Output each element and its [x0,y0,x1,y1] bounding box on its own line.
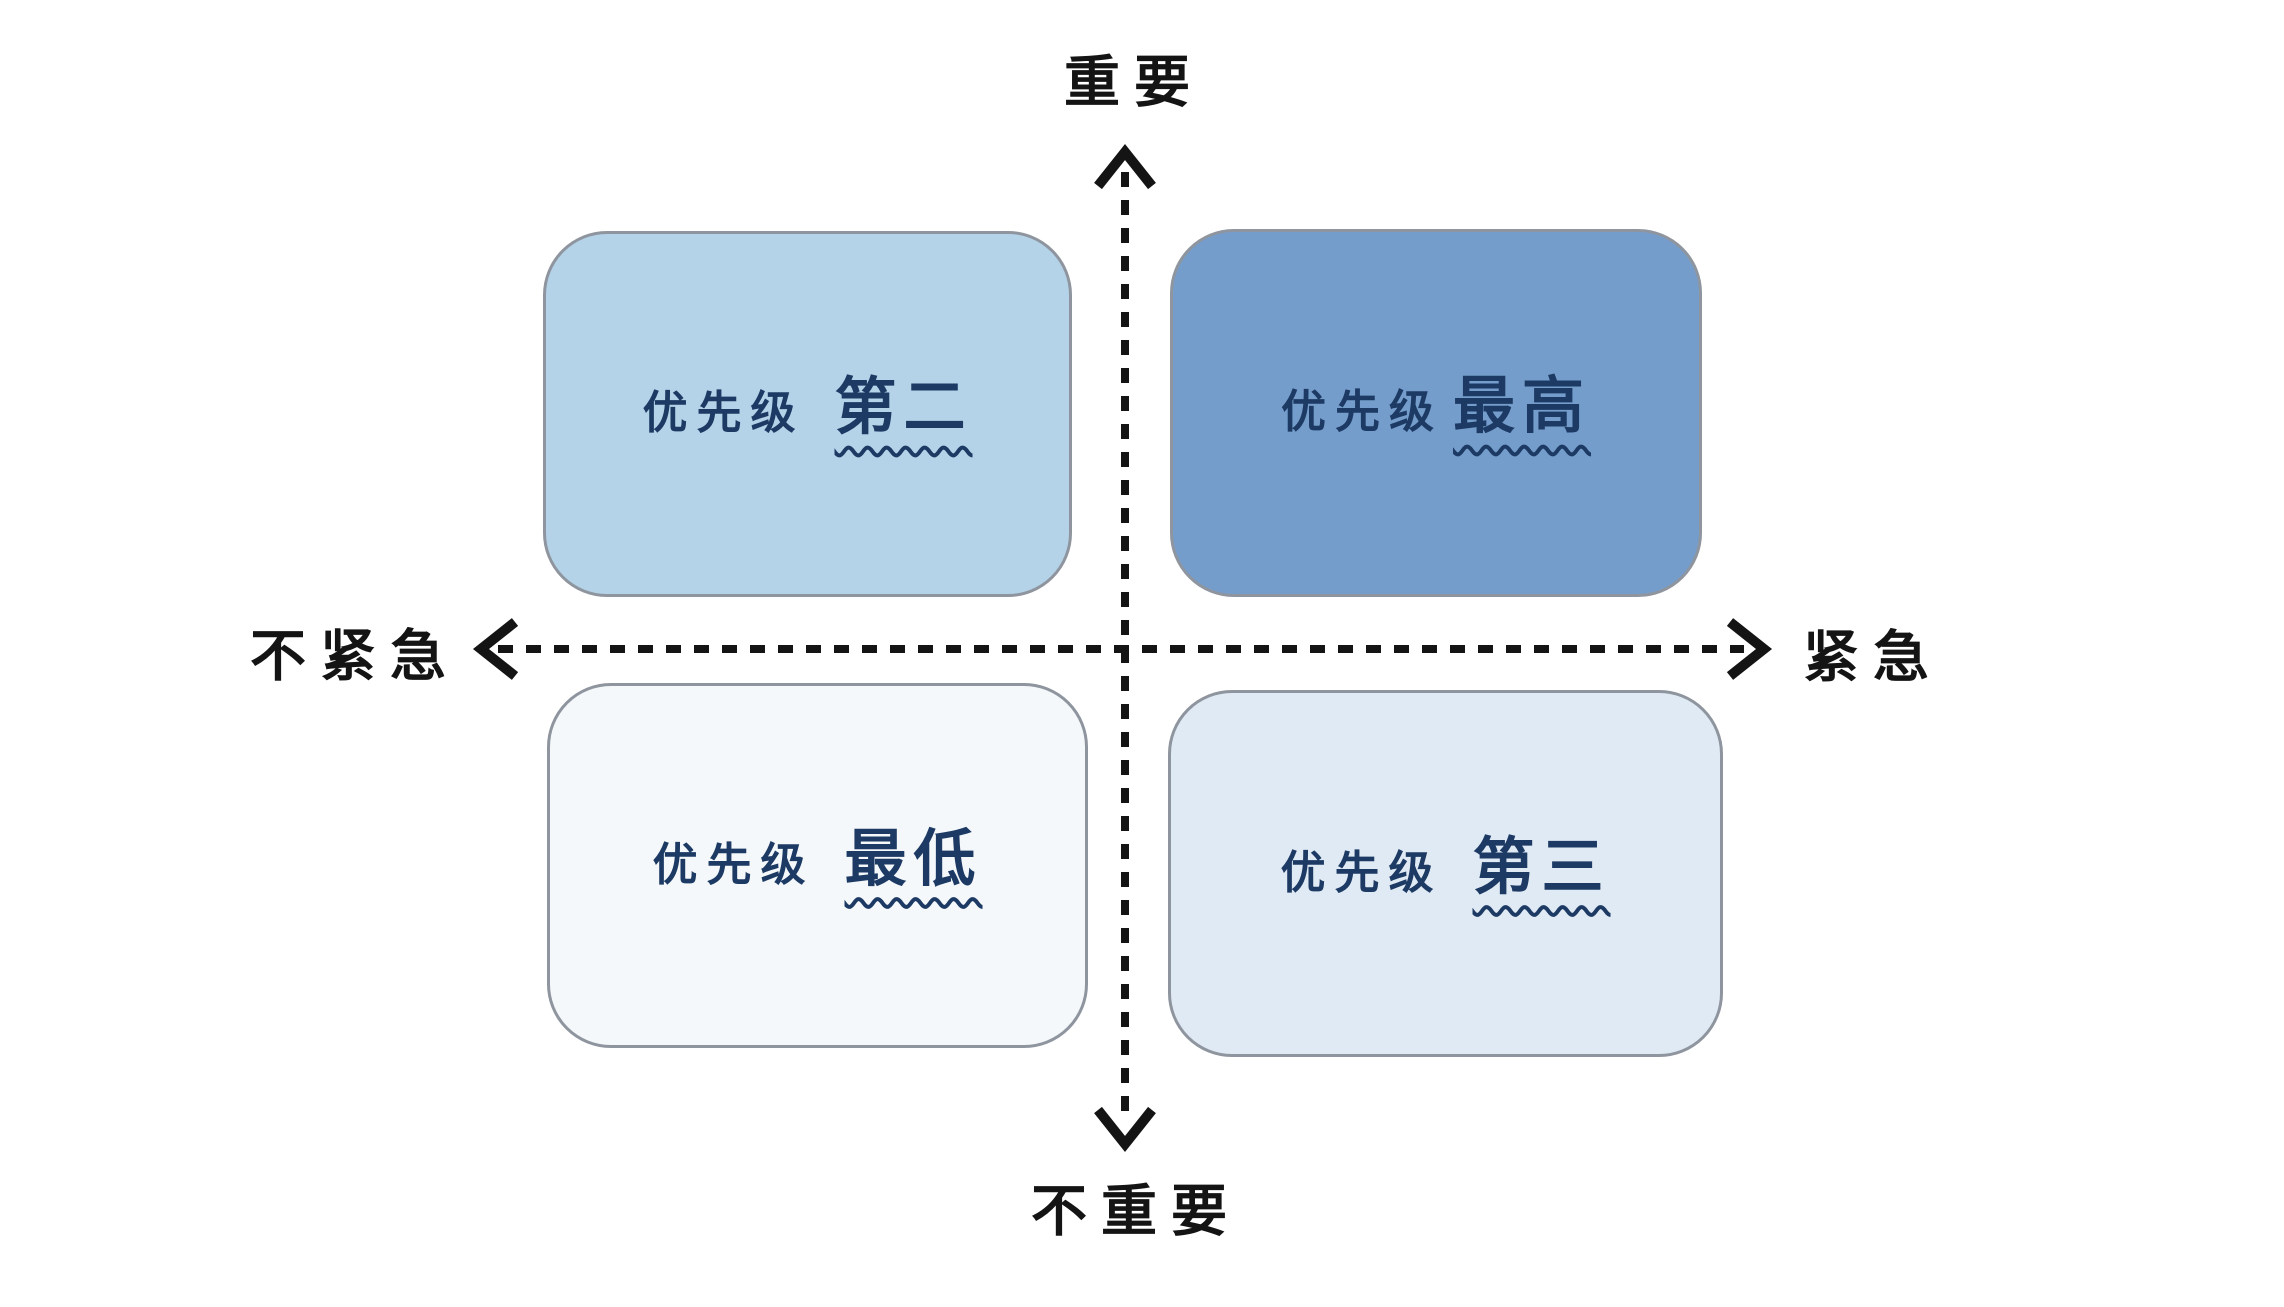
quadrant-top-left: 优先级 第二 [543,231,1072,597]
quadrant-label: 优先级 最高 [1281,355,1591,471]
quadrant-prefix-label: 优先级 [1280,846,1443,898]
axis-label-not-important: 不重要 [1031,1179,1241,1243]
quadrant-bottom-left: 优先级 最低 [547,683,1088,1048]
quadrant-prefix-label: 优先级 [1280,386,1443,437]
quadrant-level-label: 第三 [1472,832,1611,902]
quadrant-bottom-right: 优先级 第三 [1168,690,1723,1057]
quadrant-top-right: 优先级 最高 [1170,229,1702,597]
right-arrowhead-icon [1726,618,1773,680]
left-arrowhead-icon [472,618,519,680]
quadrant-level-label: 最高 [1453,372,1592,441]
axis-label-urgent: 紧急 [1803,625,1943,689]
quadrant-prefix-label: 优先级 [642,387,805,438]
quadrant-label: 优先级 第二 [642,356,972,472]
quadrant-level-label: 最低 [844,824,983,894]
axis-label-not-urgent: 不紧急 [250,624,460,688]
quadrant-label: 优先级 最低 [652,808,982,924]
down-arrowhead-icon [1094,1106,1156,1153]
up-arrowhead-icon [1094,143,1156,190]
axis-label-important: 重要 [1064,50,1204,114]
quadrant-prefix-label: 优先级 [652,838,815,890]
quadrant-label: 优先级 第三 [1280,816,1610,932]
quadrant-level-label: 第二 [834,373,973,442]
